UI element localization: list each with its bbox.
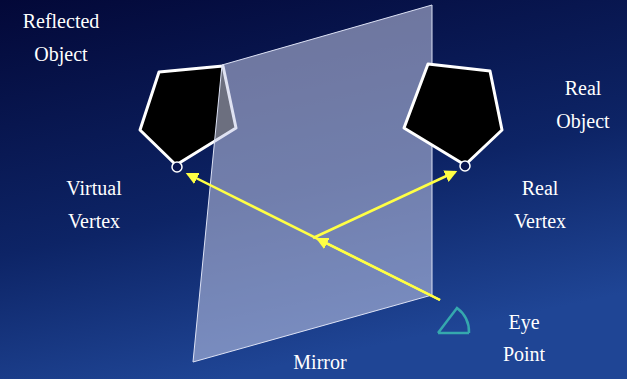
mirror-label: Mirror bbox=[270, 350, 370, 374]
callout-label: Virtual Vertex bbox=[38, 172, 150, 238]
callout-label: Real Object bbox=[545, 72, 621, 138]
eye-symbol bbox=[438, 308, 469, 333]
callout-label: Real Vertex bbox=[495, 172, 585, 238]
real-pentagon bbox=[404, 64, 502, 165]
callout-label: Reflected Object bbox=[2, 5, 120, 71]
mirror-plane bbox=[193, 5, 432, 362]
real-vertex-dot bbox=[460, 161, 470, 171]
reflected-ray bbox=[313, 172, 455, 238]
sight-ray-mid-head bbox=[318, 239, 440, 300]
virtual-vertex-dot bbox=[172, 162, 182, 172]
callout-label: Eye Point bbox=[488, 306, 560, 370]
